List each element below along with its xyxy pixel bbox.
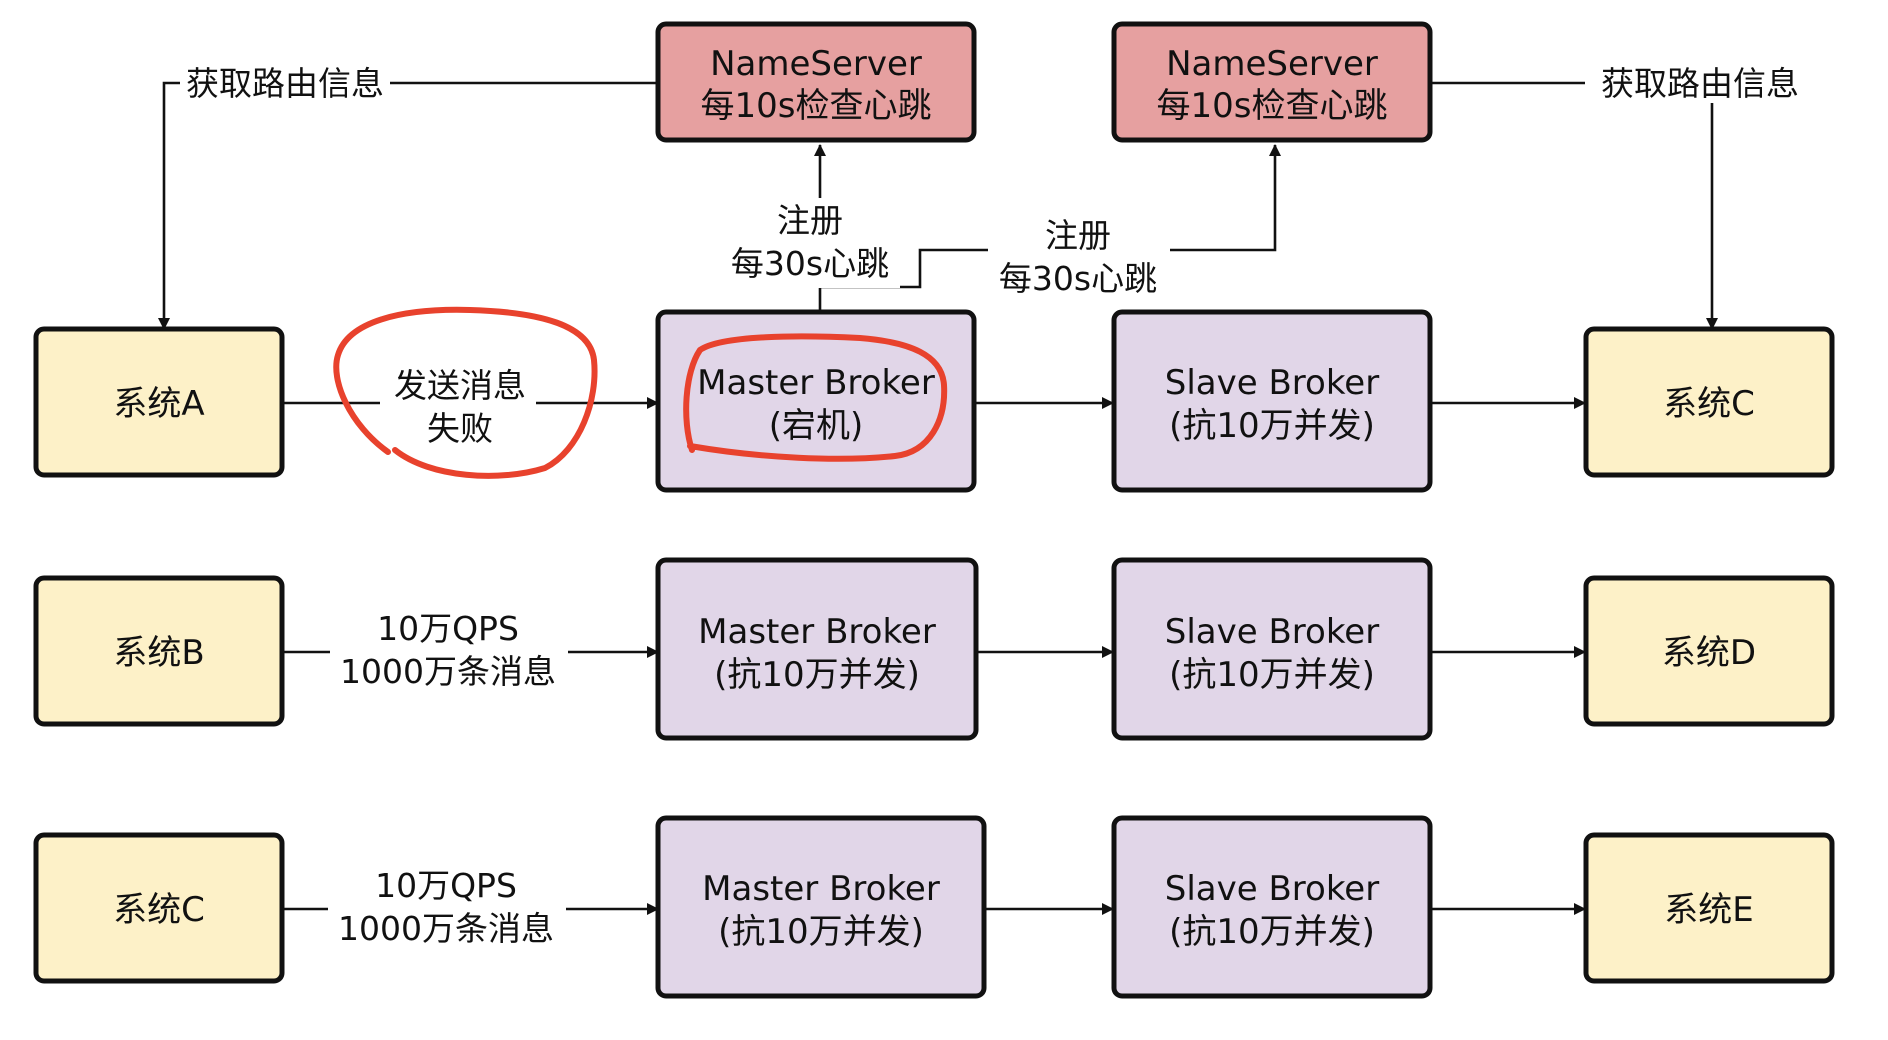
nameserver-left-title: NameServer bbox=[710, 44, 922, 84]
nameserver-left-subtitle: 每10s检查心跳 bbox=[701, 86, 932, 126]
slave-broker-2-capacity: (抗10万并发) bbox=[1169, 655, 1375, 695]
master-broker-3-capacity: (抗10万并发) bbox=[718, 912, 924, 952]
system-e[interactable]: 系统E bbox=[1583, 832, 1835, 984]
master-broker-2-capacity: (抗10万并发) bbox=[714, 655, 920, 695]
system-e-label: 系统E bbox=[1664, 890, 1753, 930]
label-register-right-line2: 每30s心跳 bbox=[999, 259, 1157, 298]
label-send-failed-line1: 发送消息 bbox=[394, 366, 526, 405]
label-row2-qps: 10万QPS bbox=[377, 609, 519, 648]
slave-broker-3-capacity: (抗10万并发) bbox=[1169, 912, 1375, 952]
master-broker-1-title: Master Broker bbox=[697, 363, 935, 403]
master-broker-2[interactable]: Master Broker (抗10万并发) bbox=[655, 557, 979, 741]
system-c-source[interactable]: 系统C bbox=[33, 832, 285, 984]
system-b-label: 系统B bbox=[113, 633, 204, 673]
slave-broker-1[interactable]: Slave Broker (抗10万并发) bbox=[1111, 309, 1433, 493]
master-broker-1-status: (宕机) bbox=[769, 406, 864, 446]
system-a-label: 系统A bbox=[113, 384, 204, 424]
slave-broker-3-title: Slave Broker bbox=[1165, 869, 1379, 909]
edge-route-right bbox=[1428, 81, 1718, 330]
highlight-master-down-circle bbox=[683, 333, 948, 462]
highlight-send-failed-circle bbox=[333, 306, 598, 479]
system-c-destination-label: 系统C bbox=[1663, 384, 1755, 424]
edge-route-left bbox=[158, 81, 658, 330]
system-d-label: 系统D bbox=[1662, 633, 1756, 673]
label-row3-qps: 10万QPS bbox=[375, 866, 517, 905]
label-register-left-line2: 每30s心跳 bbox=[731, 244, 889, 283]
system-b[interactable]: 系统B bbox=[33, 575, 285, 727]
nameserver-right[interactable]: NameServer 每10s检查心跳 bbox=[1111, 21, 1433, 143]
label-row2-messages: 1000万条消息 bbox=[340, 652, 556, 691]
label-register-left-line1: 注册 bbox=[777, 201, 843, 240]
slave-broker-1-capacity: (抗10万并发) bbox=[1169, 406, 1375, 446]
master-broker-1[interactable]: Master Broker (宕机) bbox=[655, 309, 977, 493]
label-register-right-line1: 注册 bbox=[1045, 216, 1111, 255]
slave-broker-3[interactable]: Slave Broker (抗10万并发) bbox=[1111, 815, 1433, 999]
label-route-right: 获取路由信息 bbox=[1601, 64, 1799, 103]
edge-labels: 获取路由信息 获取路由信息 注册 每30s心跳 注册 每30s心跳 发送消息 失… bbox=[180, 63, 1817, 952]
nameserver-right-title: NameServer bbox=[1166, 44, 1378, 84]
master-broker-3[interactable]: Master Broker (抗10万并发) bbox=[655, 815, 987, 999]
nameserver-right-subtitle: 每10s检查心跳 bbox=[1157, 86, 1388, 126]
label-send-failed-line2: 失败 bbox=[427, 409, 493, 448]
label-row3-messages: 1000万条消息 bbox=[338, 909, 554, 948]
system-a[interactable]: 系统A bbox=[33, 326, 285, 478]
slave-broker-2-title: Slave Broker bbox=[1165, 612, 1379, 652]
label-route-left: 获取路由信息 bbox=[186, 64, 384, 103]
system-c-source-label: 系统C bbox=[113, 890, 205, 930]
system-d[interactable]: 系统D bbox=[1583, 575, 1835, 727]
master-broker-3-title: Master Broker bbox=[702, 869, 940, 909]
master-broker-2-title: Master Broker bbox=[698, 612, 936, 652]
edges bbox=[158, 81, 1718, 915]
system-c-destination[interactable]: 系统C bbox=[1583, 326, 1835, 478]
nodes: NameServer 每10s检查心跳 NameServer 每10s检查心跳 … bbox=[33, 21, 1835, 999]
slave-broker-1-title: Slave Broker bbox=[1165, 363, 1379, 403]
failure-highlights bbox=[333, 306, 948, 479]
slave-broker-2[interactable]: Slave Broker (抗10万并发) bbox=[1111, 557, 1433, 741]
edge-register-right bbox=[818, 144, 1281, 310]
nameserver-left[interactable]: NameServer 每10s检查心跳 bbox=[655, 21, 977, 143]
